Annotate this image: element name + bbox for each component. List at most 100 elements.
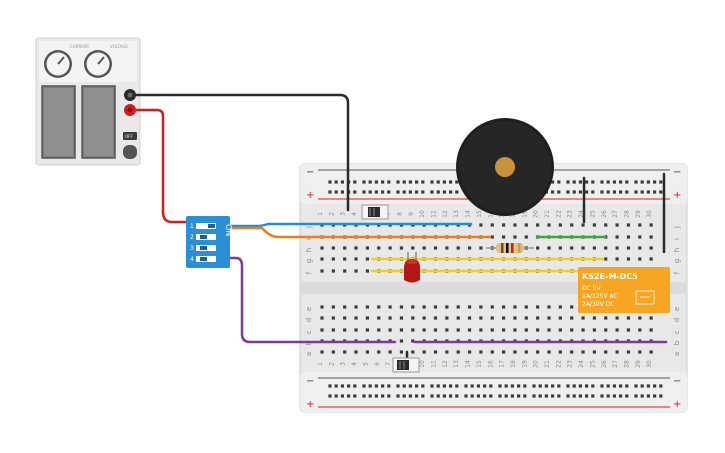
breadboard-hole[interactable] [388,246,392,250]
breadboard-hole[interactable] [490,305,494,309]
breadboard-hole[interactable] [619,180,623,184]
breadboard-hole[interactable] [411,246,415,250]
breadboard-hole[interactable] [408,190,412,194]
red-led[interactable] [404,252,420,283]
breadboard-hole[interactable] [455,180,459,184]
breadboard-hole[interactable] [551,190,555,194]
breadboard-hole[interactable] [377,316,381,320]
breadboard-hole[interactable] [502,316,506,320]
breadboard-hole[interactable] [578,190,582,194]
breadboard-hole[interactable] [615,223,619,227]
breadboard-hole[interactable] [653,180,657,184]
breadboard-hole[interactable] [408,394,412,398]
breadboard-hole[interactable] [489,394,493,398]
breadboard-hole[interactable] [442,384,446,388]
breadboard-hole[interactable] [536,305,540,309]
breadboard-hole[interactable] [415,394,419,398]
breadboard-hole[interactable] [365,305,369,309]
breadboard-hole[interactable] [513,316,517,320]
breadboard-hole[interactable] [592,350,596,354]
breadboard-hole[interactable] [354,350,358,354]
breadboard-hole[interactable] [626,316,631,320]
breadboard-hole[interactable] [402,180,406,184]
breadboard-hole[interactable] [436,394,440,398]
wire-purple[interactable] [226,256,397,344]
breadboard-hole[interactable] [415,384,419,388]
breadboard-hole[interactable] [653,394,657,398]
breadboard-hole[interactable] [470,384,474,388]
piezo-buzzer[interactable] [456,118,554,216]
breadboard-hole[interactable] [411,305,415,309]
breadboard-hole[interactable] [570,350,574,354]
breadboard-hole[interactable] [572,384,576,388]
breadboard-hole[interactable] [558,246,562,250]
breadboard-hole[interactable] [572,394,576,398]
breadboard-hole[interactable] [421,384,425,388]
breadboard-hole[interactable] [353,384,357,388]
breadboard-hole[interactable] [365,246,369,250]
breadboard-hole[interactable] [387,180,391,184]
breadboard-hole[interactable] [513,328,517,332]
breadboard-hole[interactable] [331,305,335,309]
breadboard-hole[interactable] [331,350,335,354]
breadboard-hole[interactable] [585,180,589,184]
breadboard-hole[interactable] [640,180,644,184]
breadboard-hole[interactable] [445,246,449,250]
breadboard-hole[interactable] [411,339,415,343]
breadboard-hole[interactable] [402,384,406,388]
breadboard-hole[interactable] [334,190,338,194]
breadboard-hole[interactable] [377,246,381,250]
breadboard-hole[interactable] [524,350,528,354]
breadboard-hole[interactable] [551,180,555,184]
breadboard-hole[interactable] [502,223,506,227]
breadboard-hole[interactable] [538,384,542,388]
breadboard-hole[interactable] [328,394,332,398]
breadboard-hole[interactable] [368,190,372,194]
breadboard-hole[interactable] [442,180,446,184]
breadboard-hole[interactable] [479,316,483,320]
breadboard-hole[interactable] [343,305,347,309]
breadboard-hole[interactable] [430,394,434,398]
breadboard-hole[interactable] [502,235,506,239]
breadboard-hole[interactable] [368,394,372,398]
breadboard-hole[interactable] [638,246,642,250]
breadboard-hole[interactable] [464,394,468,398]
breadboard-hole[interactable] [365,257,369,261]
breadboard-hole[interactable] [374,180,378,184]
breadboard-hole[interactable] [547,223,551,227]
breadboard-hole[interactable] [445,316,449,320]
breadboard-hole[interactable] [340,190,344,194]
breadboard-hole[interactable] [402,394,406,398]
breadboard-hole[interactable] [536,246,540,250]
relay-ks2e[interactable]: KS2E-M-DC5 DC 5V 1A/125V AC 2A/30V DC [578,267,670,313]
breadboard-hole[interactable] [422,246,426,250]
breadboard-hole[interactable] [640,190,644,194]
breadboard-hole[interactable] [328,190,332,194]
breadboard-hole[interactable] [374,190,378,194]
breadboard-hole[interactable] [490,328,494,332]
breadboard-hole[interactable] [388,305,392,309]
breadboard-hole[interactable] [479,223,483,227]
breadboard-hole[interactable] [388,350,392,354]
breadboard-hole[interactable] [331,269,335,273]
breadboard-hole[interactable] [399,350,404,354]
breadboard-hole[interactable] [604,328,608,332]
breadboard-hole[interactable] [347,384,351,388]
breadboard-hole[interactable] [455,394,459,398]
breadboard-hole[interactable] [442,394,446,398]
breadboard-hole[interactable] [510,384,514,388]
breadboard-hole[interactable] [653,190,657,194]
wire-black[interactable] [134,93,350,212]
breadboard-hole[interactable] [551,394,555,398]
breadboard-hole[interactable] [445,350,449,354]
breadboard-hole[interactable] [490,316,494,320]
breadboard-hole[interactable] [517,384,521,388]
breadboard-hole[interactable] [362,394,366,398]
breadboard-hole[interactable] [421,190,425,194]
breadboard-hole[interactable] [604,223,608,227]
breadboard-hole[interactable] [604,350,608,354]
breadboard-hole[interactable] [449,190,453,194]
breadboard-hole[interactable] [396,180,400,184]
breadboard-hole[interactable] [523,394,527,398]
breadboard-hole[interactable] [436,180,440,184]
